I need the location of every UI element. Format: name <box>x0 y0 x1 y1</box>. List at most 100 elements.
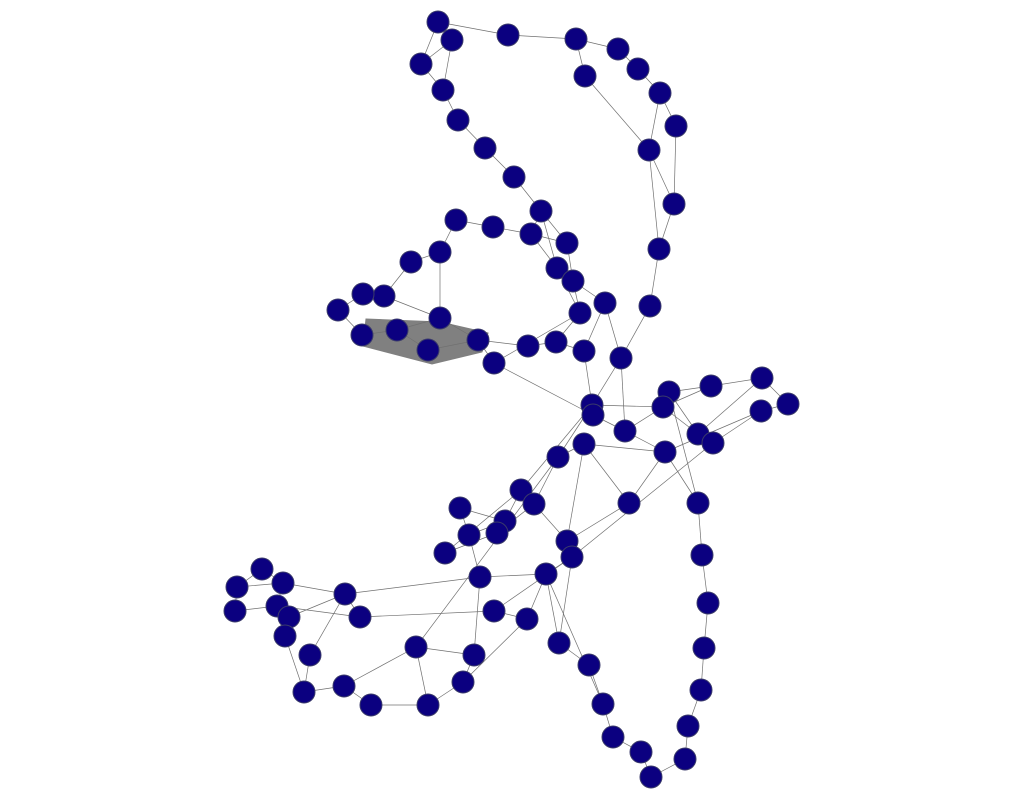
graph-node <box>626 57 650 81</box>
graph-node <box>662 192 686 216</box>
graph-node <box>273 624 297 648</box>
graph-node <box>444 208 468 232</box>
graph-node <box>560 545 584 569</box>
graph-node <box>277 605 301 629</box>
graph-node <box>485 521 509 545</box>
graph-node <box>250 557 274 581</box>
graph-node <box>359 693 383 717</box>
graph-node <box>468 565 492 589</box>
graph-node <box>572 339 596 363</box>
graph-node <box>351 282 375 306</box>
graph-node <box>426 10 450 34</box>
graph-node <box>617 491 641 515</box>
graph-node <box>529 199 553 223</box>
graph-node <box>457 523 481 547</box>
graph-node <box>428 240 452 264</box>
graph-node <box>629 740 653 764</box>
graph-node <box>385 318 409 342</box>
graph-node <box>606 37 630 61</box>
graph-edge <box>673 125 677 205</box>
graph-node <box>593 291 617 315</box>
graph-node <box>696 591 720 615</box>
graph-node <box>648 81 672 105</box>
graph-node <box>572 432 596 456</box>
graph-node <box>451 670 475 694</box>
graph-edge <box>359 610 495 618</box>
graph-node <box>555 231 579 255</box>
graph-node <box>433 541 457 565</box>
graph-node <box>637 138 661 162</box>
graph-node <box>522 492 546 516</box>
graph-node <box>647 237 671 261</box>
graph-node <box>546 445 570 469</box>
graph-node <box>653 440 677 464</box>
graph-edge <box>415 456 559 648</box>
graph-node <box>223 599 247 623</box>
graph-node <box>292 680 316 704</box>
graph-node <box>446 108 470 132</box>
graph-node <box>564 27 588 51</box>
graph-node <box>701 431 725 455</box>
graph-node <box>676 714 700 738</box>
graph-node <box>271 571 295 595</box>
graph-node <box>561 269 585 293</box>
graph-node <box>699 374 723 398</box>
graph-node <box>332 674 356 698</box>
graph-node <box>686 491 710 515</box>
graph-edge <box>583 443 630 504</box>
graph-node <box>482 599 506 623</box>
graph-node <box>416 693 440 717</box>
graph-node <box>326 298 350 322</box>
graph-node <box>613 419 637 443</box>
graph-edge <box>566 502 630 542</box>
graph-node <box>692 636 716 660</box>
graph-edge <box>462 618 528 683</box>
graph-edge <box>648 149 660 250</box>
graph-node <box>333 582 357 606</box>
graph-edge <box>584 75 650 151</box>
graph-node <box>350 323 374 347</box>
graph-edge <box>571 442 714 558</box>
graph-edge <box>493 556 573 612</box>
graph-edge <box>566 443 585 542</box>
graph-node <box>431 78 455 102</box>
graph-node <box>448 496 472 520</box>
graph-node <box>348 605 372 629</box>
graph-node <box>664 114 688 138</box>
graph-node <box>416 338 440 362</box>
graph-node <box>519 222 543 246</box>
graph-edge <box>620 357 626 432</box>
graph-node <box>545 256 569 280</box>
graph-edge <box>558 556 573 644</box>
graph-node <box>225 575 249 599</box>
graph-node <box>690 543 714 567</box>
graph-node <box>372 284 396 308</box>
graph-node <box>750 366 774 390</box>
graph-edge <box>309 593 346 656</box>
graph-node <box>409 52 433 76</box>
graph-edge <box>493 312 581 364</box>
graph-node <box>515 607 539 631</box>
graph-node <box>481 215 505 239</box>
graph-node <box>689 678 713 702</box>
node-layer <box>223 10 800 789</box>
graph-node <box>502 165 526 189</box>
graph-node <box>639 765 663 789</box>
graph-node <box>544 330 568 354</box>
graph-edge <box>583 443 666 453</box>
edge-layer <box>234 21 789 778</box>
graph-node <box>473 136 497 160</box>
graph-node <box>577 653 601 677</box>
graph-node <box>534 562 558 586</box>
graph-node <box>573 64 597 88</box>
graph-node <box>404 635 428 659</box>
graph-node <box>547 631 571 655</box>
graph-node <box>298 643 322 667</box>
graph-node <box>516 334 540 358</box>
graph-node <box>568 301 592 325</box>
graph-node <box>591 692 615 716</box>
graph-edge <box>697 377 763 435</box>
graph-node <box>601 725 625 749</box>
graph-node <box>482 351 506 375</box>
